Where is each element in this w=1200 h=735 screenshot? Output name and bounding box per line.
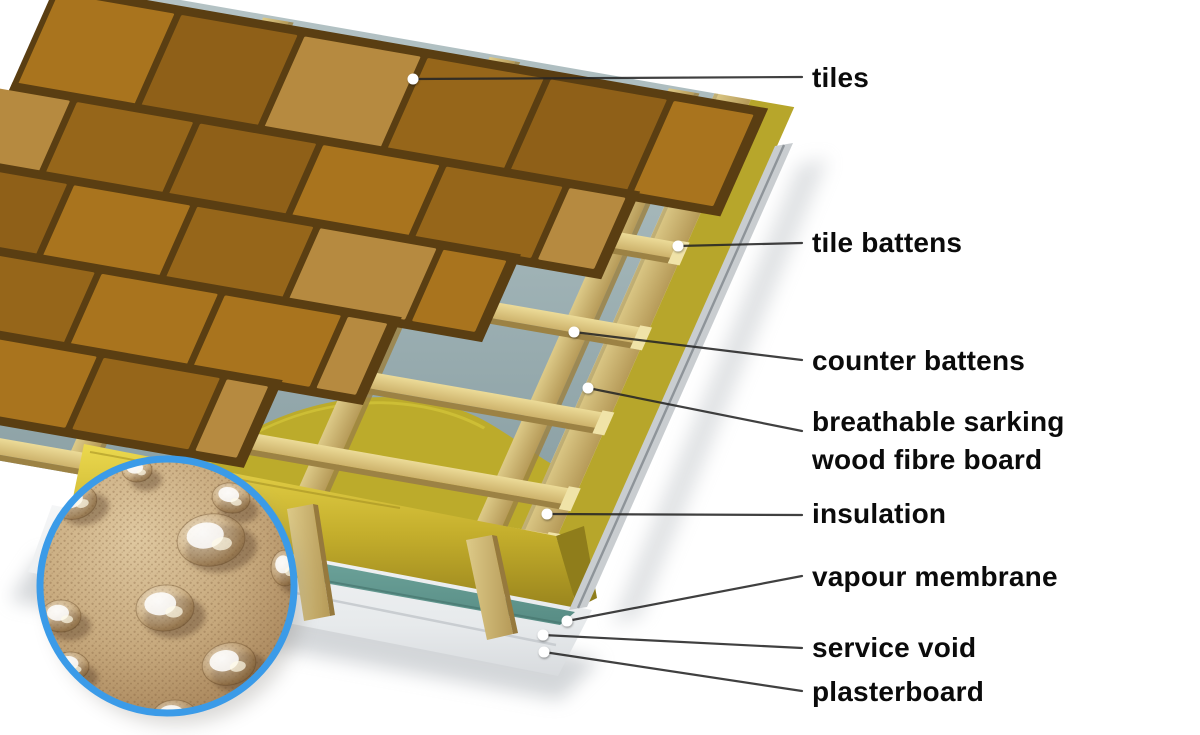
label-tiles: tiles [812,62,870,93]
label-service-void: service void [812,632,977,663]
label-counter-battens: counter battens [812,345,1026,376]
label-breathable-sarking: breathable sarking wood fibre board [812,406,1065,475]
label-insulation: insulation [812,498,947,529]
label-tile-battens: tile battens [812,227,963,258]
counter-batten-stubs [287,504,518,640]
label-vapour-membrane: vapour membrane [812,561,1058,592]
water-beading-inset [36,455,303,725]
callout-lines-and-dots [407,73,804,693]
plasterboard-edge-band [569,143,793,610]
inset-border-ring [36,455,298,717]
tiles-layer [0,0,769,468]
label-plasterboard: plasterboard [812,676,984,707]
